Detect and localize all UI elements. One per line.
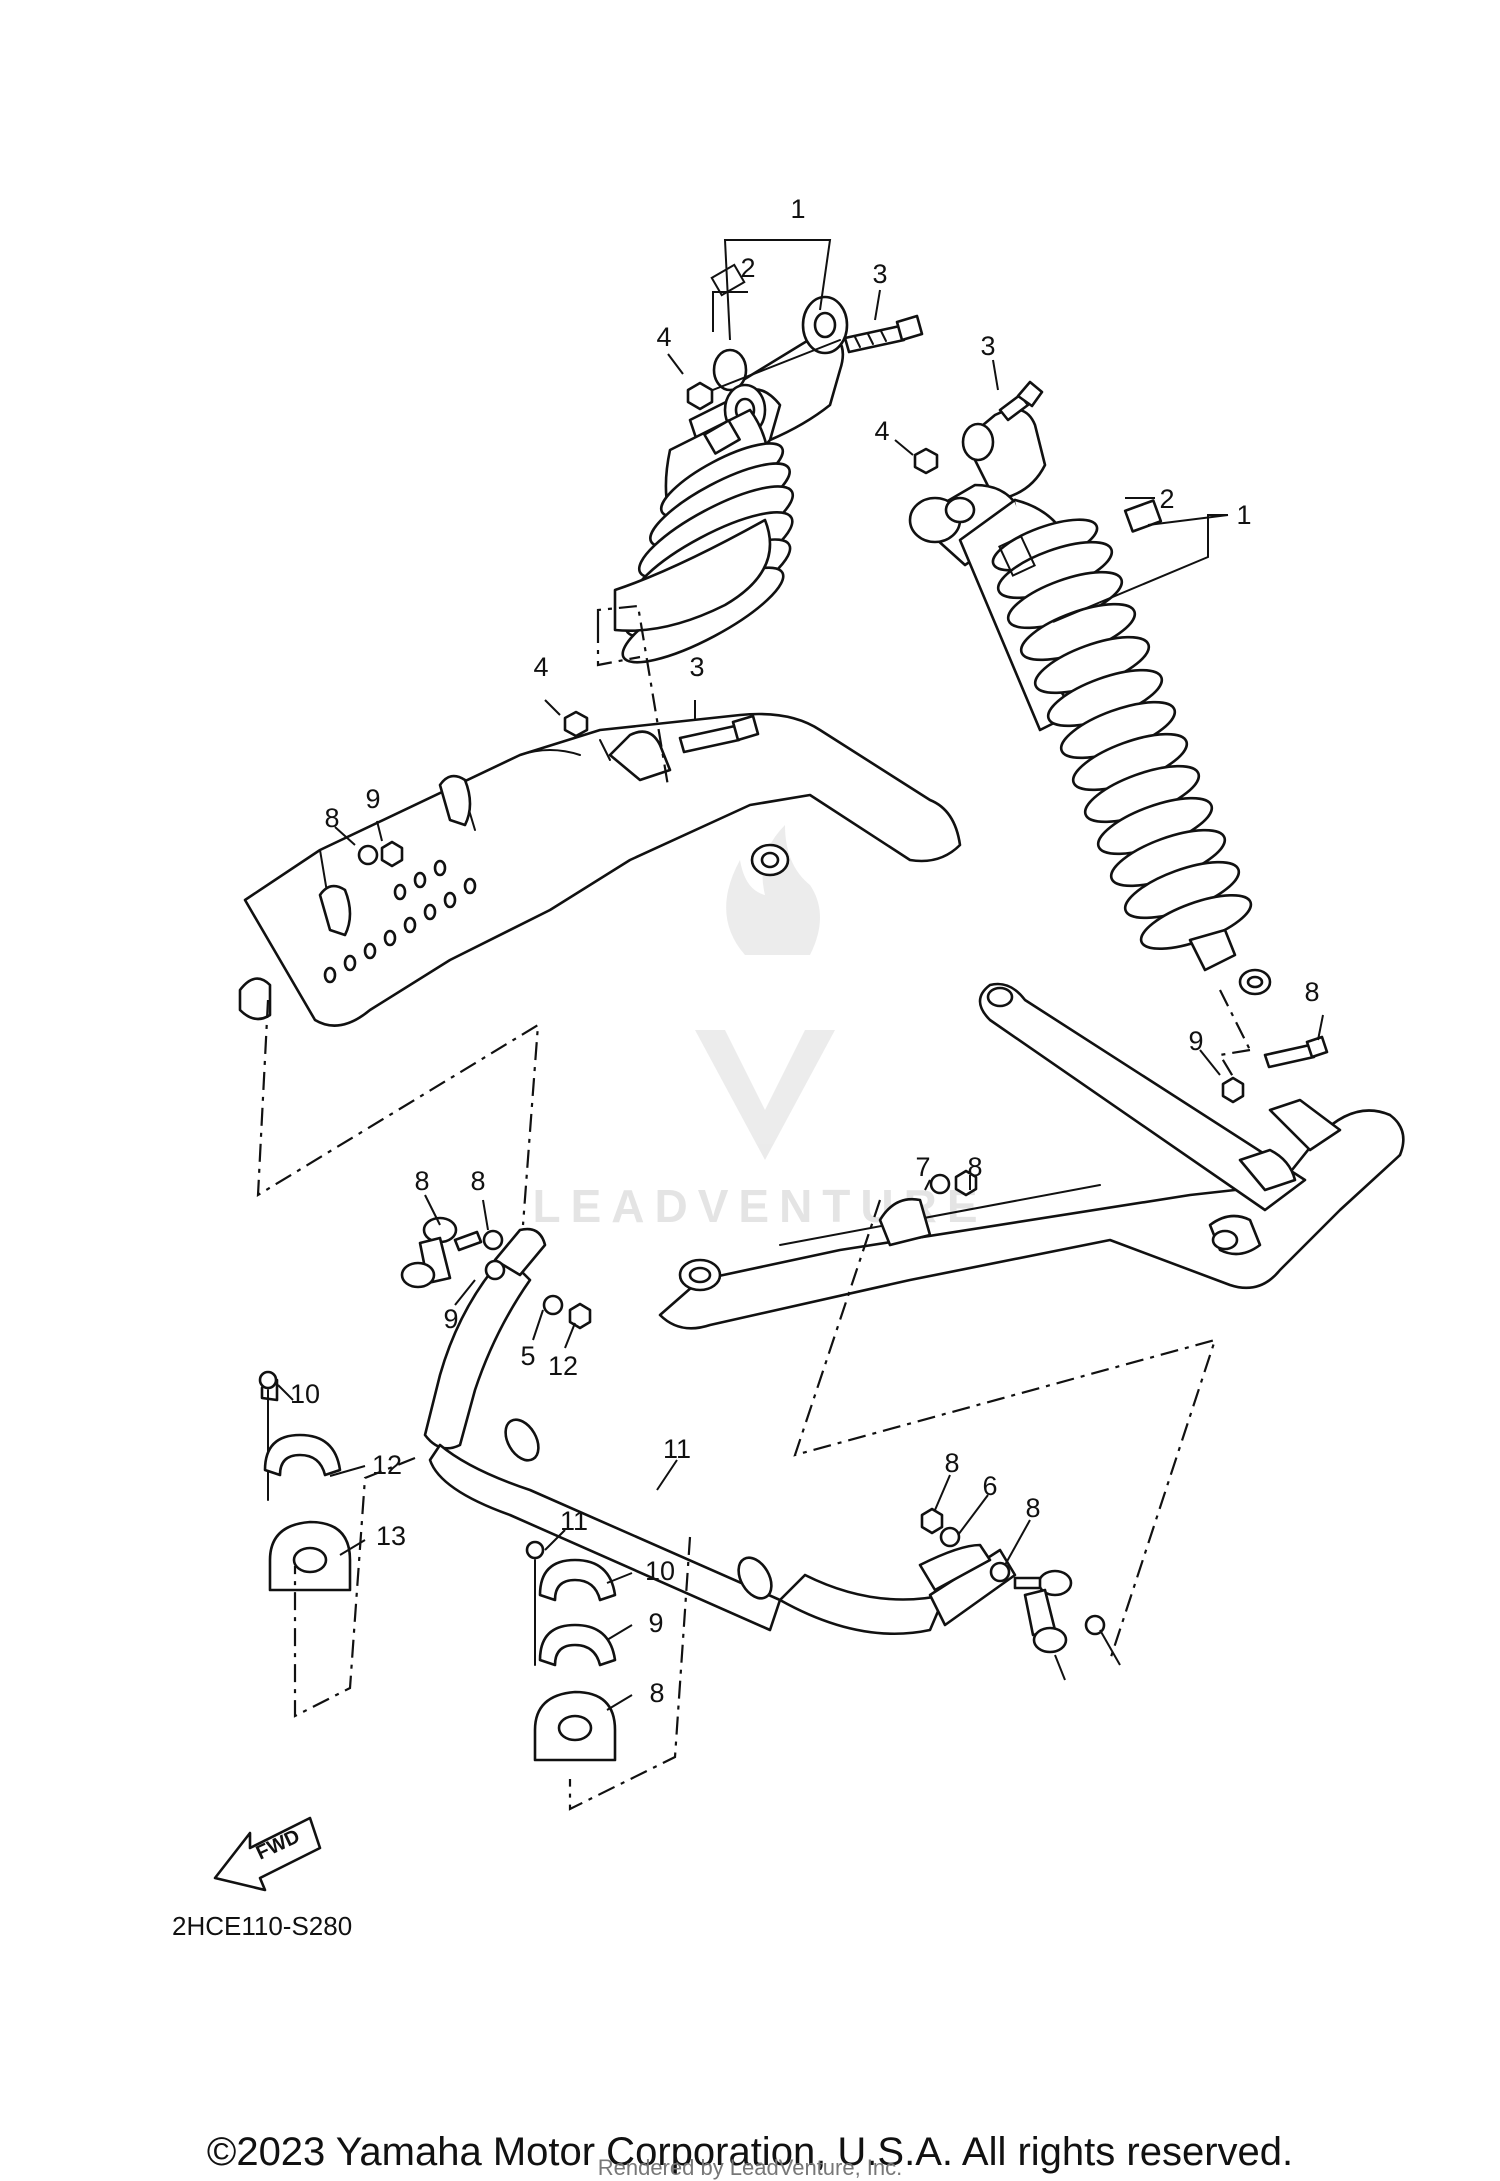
- callout-label: 9: [648, 1608, 663, 1638]
- bolt-icon: [998, 380, 1044, 422]
- callout-label: 10: [645, 1556, 675, 1586]
- callout-label: 8: [1025, 1493, 1040, 1523]
- washer-icon: [542, 1294, 564, 1316]
- callout-label: 8: [649, 1678, 664, 1708]
- washer-icon: [939, 1526, 961, 1548]
- nut-icon: [686, 381, 714, 411]
- bolt-icon: [678, 714, 760, 754]
- callout-label: 4: [656, 322, 671, 352]
- diagram-code: 2HCE110-S280: [172, 1911, 352, 1941]
- rear-shock-right: [908, 408, 1272, 996]
- bolt-icon: [843, 314, 924, 354]
- stabilizer-link-left: [400, 1216, 483, 1289]
- callout-label: 3: [689, 652, 704, 682]
- callout-label: 11: [560, 1506, 588, 1536]
- washer-icon: [929, 1173, 951, 1195]
- bushing-group-right: [525, 1540, 617, 1762]
- nut-icon: [568, 1302, 592, 1330]
- callout-label: 10: [290, 1379, 320, 1409]
- callout-label: 8: [967, 1152, 982, 1182]
- callout-label: 9: [365, 784, 380, 814]
- rear-shock-left: [613, 263, 849, 664]
- callout-label: 4: [533, 652, 548, 682]
- callout-label: 2: [740, 253, 755, 283]
- nut-icon: [913, 447, 939, 475]
- callout-label: 12: [548, 1351, 578, 1381]
- forward-arrow-icon: FWD: [213, 1816, 322, 1892]
- callout-label: 8: [470, 1166, 485, 1196]
- copyright-notice: ©2023 Yamaha Motor Corporation, U.S.A. A…: [206, 2130, 1294, 2174]
- callout-label: 11: [663, 1434, 691, 1464]
- callout-label: 8: [414, 1166, 429, 1196]
- stabilizer-link-right: [1013, 1569, 1073, 1654]
- callout-label: 4: [874, 416, 889, 446]
- washer-icon: [357, 844, 379, 866]
- callout-label: 13: [376, 1521, 406, 1551]
- rendered-by-notice: Rendered by LeadVenture, Inc.: [597, 2155, 903, 2180]
- callout-label: 9: [1188, 1026, 1203, 1056]
- nut-icon: [920, 1507, 944, 1535]
- washer-icon: [482, 1229, 504, 1251]
- washer-icon: [484, 1259, 506, 1281]
- callout-label: 9: [443, 1304, 458, 1334]
- callout-label: 3: [872, 259, 887, 289]
- pivot-axis-line: [699, 339, 841, 396]
- callout-label: 3: [980, 331, 995, 361]
- callout-label: 7: [915, 1152, 930, 1182]
- callout-label: 5: [520, 1341, 535, 1371]
- assembly-lines: [256, 604, 1251, 1811]
- nut-icon: [563, 710, 589, 738]
- bushing-group-left: [258, 1370, 352, 1592]
- callout-label: 12: [372, 1450, 402, 1480]
- callout-label: 8: [944, 1448, 959, 1478]
- callout-label: 1: [1236, 500, 1251, 530]
- leader-lines: [277, 239, 1324, 1711]
- swingarm-right: [658, 982, 1405, 1330]
- callout-labels: 1 2 3 4 1 2 3 4 3 4 8 9 8 9 7 8 8 8 9 5 …: [290, 194, 1320, 1708]
- callout-label: 2: [1159, 484, 1174, 514]
- callout-label: 8: [1304, 977, 1319, 1007]
- bolt-icon: [1263, 1035, 1329, 1069]
- washer-icon: [989, 1561, 1011, 1583]
- nut-icon: [1221, 1076, 1245, 1104]
- callout-label: 8: [324, 803, 339, 833]
- washer-icon: [1084, 1614, 1106, 1636]
- callout-label: 6: [982, 1471, 997, 1501]
- stabilizer-bar: [423, 1227, 1017, 1636]
- callout-label: 1: [790, 194, 805, 224]
- swingarm-left: [238, 712, 962, 1027]
- nut-icon: [380, 840, 404, 868]
